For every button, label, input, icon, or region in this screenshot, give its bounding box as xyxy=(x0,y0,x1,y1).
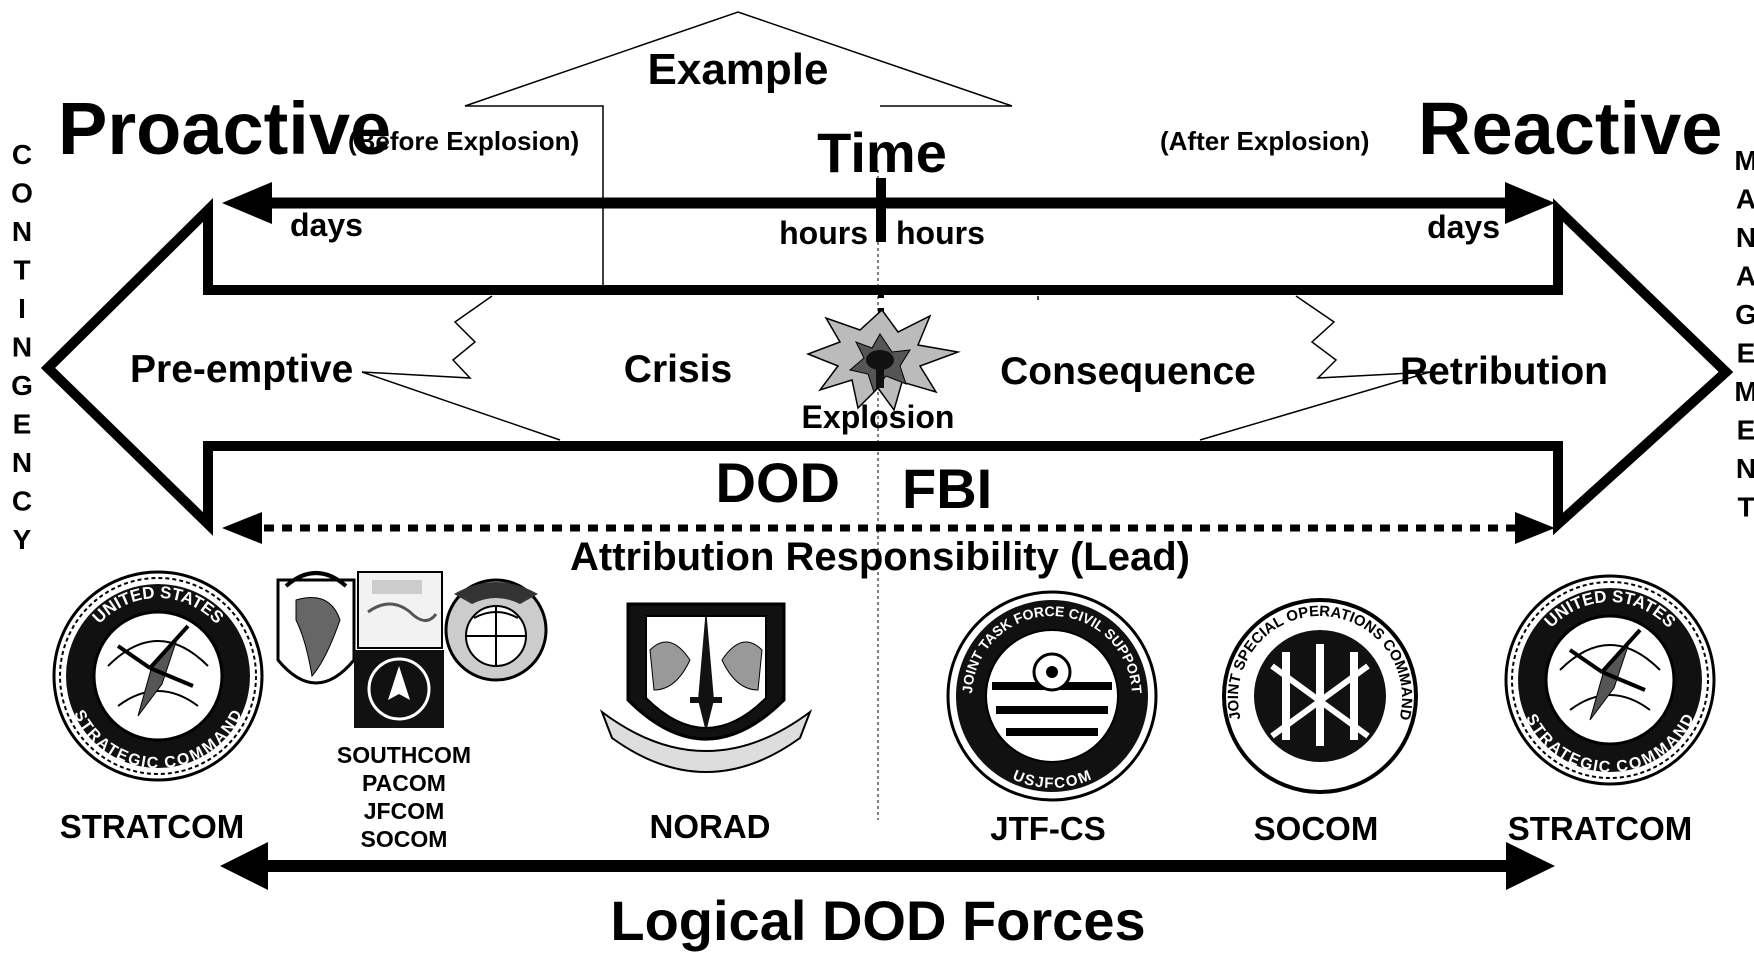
lead-fbi: FBI xyxy=(902,457,992,520)
phase-dividers xyxy=(361,295,1431,441)
explosion-icon xyxy=(805,308,961,412)
forces-label: Logical DOD Forces xyxy=(610,889,1145,952)
proactive-note: (Before Explosion) xyxy=(348,126,579,156)
phase-consequence: Consequence xyxy=(1000,350,1256,393)
southcom-emblem xyxy=(276,571,356,685)
socom-emblem-small xyxy=(354,650,444,728)
command-name-jtfcs: JTF-CS xyxy=(990,810,1106,847)
timeline-days-right: days xyxy=(1427,209,1500,245)
phase-crisis: Crisis xyxy=(624,348,732,391)
time-label: Time xyxy=(817,121,947,184)
reactive-note: (After Explosion) xyxy=(1160,126,1369,156)
example-callout: Example xyxy=(464,11,1013,292)
proactive-label: Proactive xyxy=(58,87,391,170)
jtfcs-seal: JOINT TASK FORCE CIVIL SUPPORT USJFCOM xyxy=(946,590,1158,802)
stratcom-seal-left: UNITED STATES STRATEGIC COMMAND xyxy=(52,570,264,782)
pacom-emblem xyxy=(357,571,443,649)
example-label: Example xyxy=(648,45,829,94)
jfcom-emblem xyxy=(444,578,548,682)
stratcom-seal-right: UNITED STATES STRATEGIC COMMAND xyxy=(1504,574,1716,786)
command-name-stratcom-right: STRATCOM xyxy=(1508,810,1693,847)
command-line-jfcom: JFCOM xyxy=(364,798,445,824)
combatant-command-collage xyxy=(276,571,548,728)
phase-pre-emptive: Pre-emptive xyxy=(130,348,353,391)
command-name-stratcom-left: STRATCOM xyxy=(60,808,245,845)
forces-arrow xyxy=(220,842,1555,890)
command-name-socom: SOCOM xyxy=(1254,810,1379,847)
timeline-hours-right: hours xyxy=(896,215,985,251)
jsoc-seal: JOINT SPECIAL OPERATIONS COMMAND xyxy=(1222,598,1418,794)
command-line-southcom: SOUTHCOM xyxy=(337,742,471,768)
timeline-hours-left: hours xyxy=(779,215,868,251)
time-axis xyxy=(222,182,1555,224)
command-name-norad: NORAD xyxy=(650,808,771,845)
norad-shield xyxy=(599,602,813,773)
explosion-label: Explosion xyxy=(802,399,955,435)
attribution-label: Attribution Responsibility (Lead) xyxy=(570,535,1190,579)
attribution-arrow xyxy=(222,512,1555,544)
phase-retribution: Retribution xyxy=(1400,350,1608,393)
command-line-socom: SOCOM xyxy=(361,826,448,852)
reactive-label: Reactive xyxy=(1418,87,1722,170)
command-line-pacom: PACOM xyxy=(362,770,446,796)
lead-dod: DOD xyxy=(716,451,840,514)
timeline-days-left: days xyxy=(290,207,363,243)
